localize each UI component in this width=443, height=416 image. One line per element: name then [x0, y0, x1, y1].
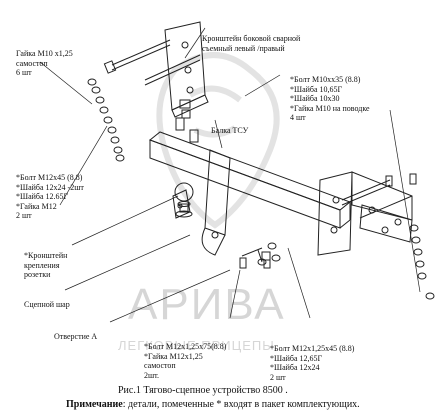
note-label: Примечание — [66, 399, 123, 410]
socket-bracket-part — [172, 189, 191, 219]
figure-note: Примечание: детали, помеченные * входят … — [66, 399, 360, 410]
label-ball: Сцепной шар — [24, 300, 70, 309]
right-fasteners — [409, 224, 435, 300]
label-bolt-m12x1-45: *Болт М12х1,25х45 (8.8)*Шайба 12,65Г*Шай… — [270, 344, 355, 382]
right-side-bracket — [317, 171, 413, 256]
watermark-brand: АРИВА — [128, 280, 286, 329]
label-bolt-m10-leash: *Болт М10хх35 (8.8)*Шайба 10,65Г*Шайба 1… — [290, 75, 370, 122]
label-hole-a: Отверстие А — [54, 332, 98, 341]
left-side-bracket — [164, 21, 209, 119]
label-bolt-m12x45: *Болт М12х45 (8.8)*Шайба 12х24 -2шт*Шайб… — [16, 173, 84, 220]
leader-lines — [39, 27, 421, 323]
left-bolts — [103, 39, 201, 86]
tow-arm — [201, 149, 231, 256]
note-text: : детали, помеченные * входят в пакет ко… — [122, 399, 360, 410]
figure-caption: Рис.1 Тягово-сцепное устройство 8500 . — [118, 385, 288, 396]
left-fasteners — [87, 78, 125, 162]
bottom-bolts — [239, 242, 281, 269]
right-bolts — [341, 173, 417, 219]
watermark-tagline: ЛЕГКОВЫЕ ПРИЦЕПЫ — [118, 338, 275, 353]
label-beam: Балка ТСУ — [211, 126, 249, 135]
